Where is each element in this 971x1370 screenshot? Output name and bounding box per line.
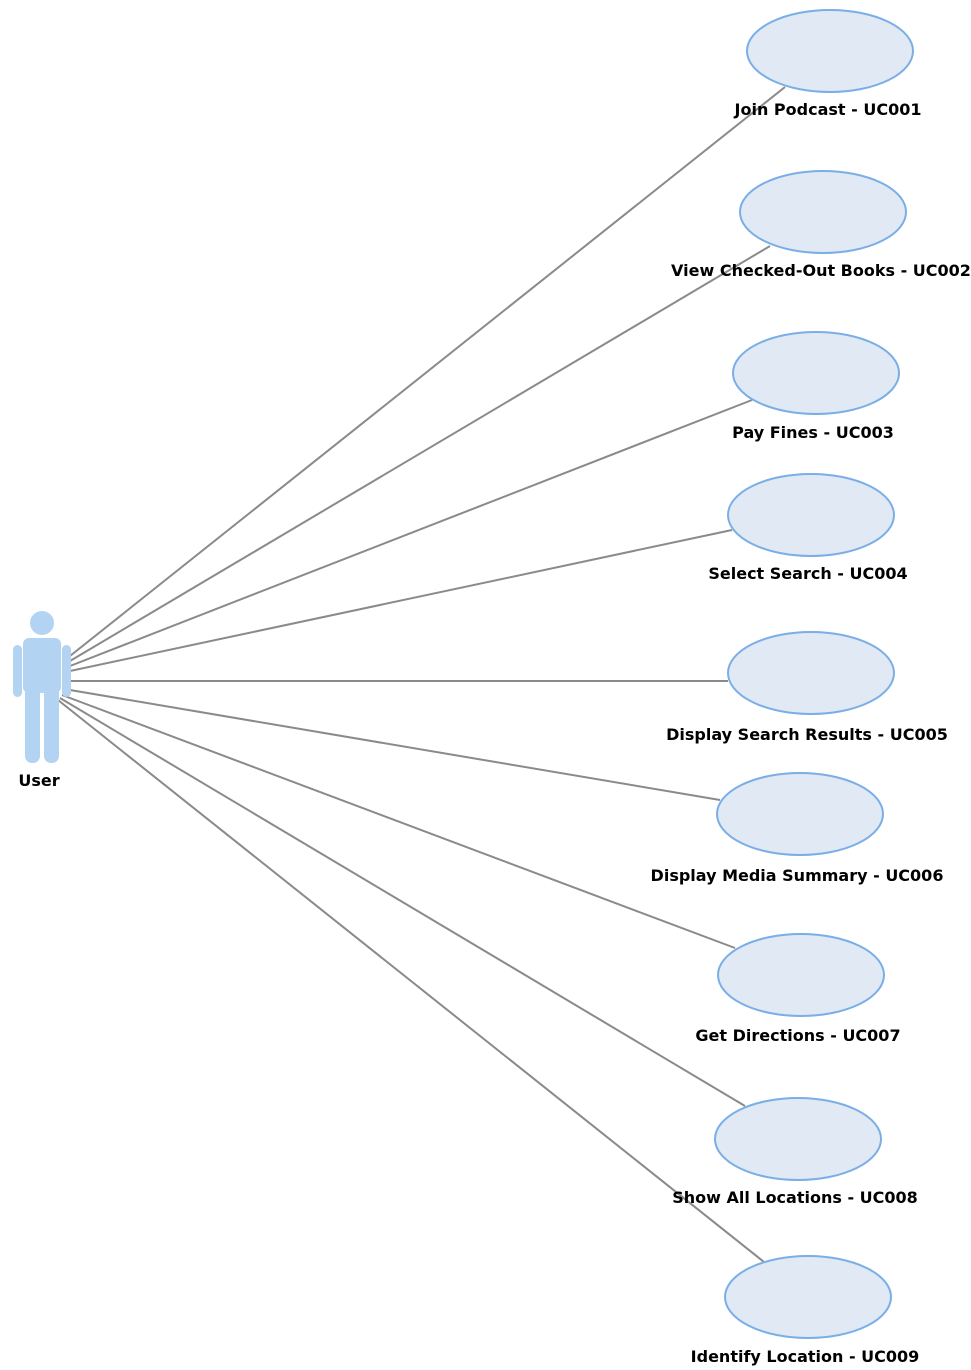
use-case-ellipse xyxy=(717,933,885,1017)
association-line-uc009 xyxy=(57,699,765,1263)
use-case-uc008[interactable]: Show All Locations - UC008 xyxy=(672,1097,918,1207)
use-case-ellipse xyxy=(724,1255,892,1339)
use-case-uc009[interactable]: Identify Location - UC009 xyxy=(691,1255,920,1366)
use-case-uc006[interactable]: Display Media Summary - UC006 xyxy=(651,772,944,885)
use-case-ellipse xyxy=(714,1097,882,1181)
use-case-label: Pay Fines - UC003 xyxy=(732,423,894,442)
association-line-uc006 xyxy=(69,689,721,801)
use-case-uc005[interactable]: Display Search Results - UC005 xyxy=(666,631,948,744)
association-line-uc004 xyxy=(69,529,733,672)
use-case-ellipse xyxy=(746,9,914,93)
use-case-label: Identify Location - UC009 xyxy=(691,1347,920,1366)
use-case-uc004[interactable]: Select Search - UC004 xyxy=(708,473,908,583)
use-case-uc003[interactable]: Pay Fines - UC003 xyxy=(732,331,900,442)
associations xyxy=(57,86,786,1263)
association-line-uc007 xyxy=(61,694,736,949)
use-case-label: Select Search - UC004 xyxy=(708,564,907,583)
use-case-label: Show All Locations - UC008 xyxy=(672,1188,918,1207)
use-case-label: Display Media Summary - UC006 xyxy=(651,866,944,885)
association-line-uc008 xyxy=(59,697,746,1107)
use-case-ellipse xyxy=(727,631,895,715)
use-case-ellipse xyxy=(739,170,907,254)
association-line-uc003 xyxy=(69,399,753,667)
use-case-uc002[interactable]: View Checked-Out Books - UC002 xyxy=(671,170,971,280)
person-icon xyxy=(13,611,71,763)
use-case-label: View Checked-Out Books - UC002 xyxy=(671,261,971,280)
use-case-ellipse xyxy=(732,331,900,415)
use-case-uc007[interactable]: Get Directions - UC007 xyxy=(695,933,901,1045)
use-case-uc001[interactable]: Join Podcast - UC001 xyxy=(734,9,922,119)
use-case-label: Get Directions - UC007 xyxy=(695,1026,900,1045)
use-case-label: Display Search Results - UC005 xyxy=(666,725,948,744)
use-case-ellipse xyxy=(727,473,895,557)
association-line-uc001 xyxy=(69,86,786,657)
association-line-uc002 xyxy=(69,245,771,662)
actor-label: User xyxy=(18,771,59,790)
actor-user[interactable]: User xyxy=(13,611,71,790)
use-case-ellipse xyxy=(716,772,884,856)
use-case-label: Join Podcast - UC001 xyxy=(734,100,922,119)
